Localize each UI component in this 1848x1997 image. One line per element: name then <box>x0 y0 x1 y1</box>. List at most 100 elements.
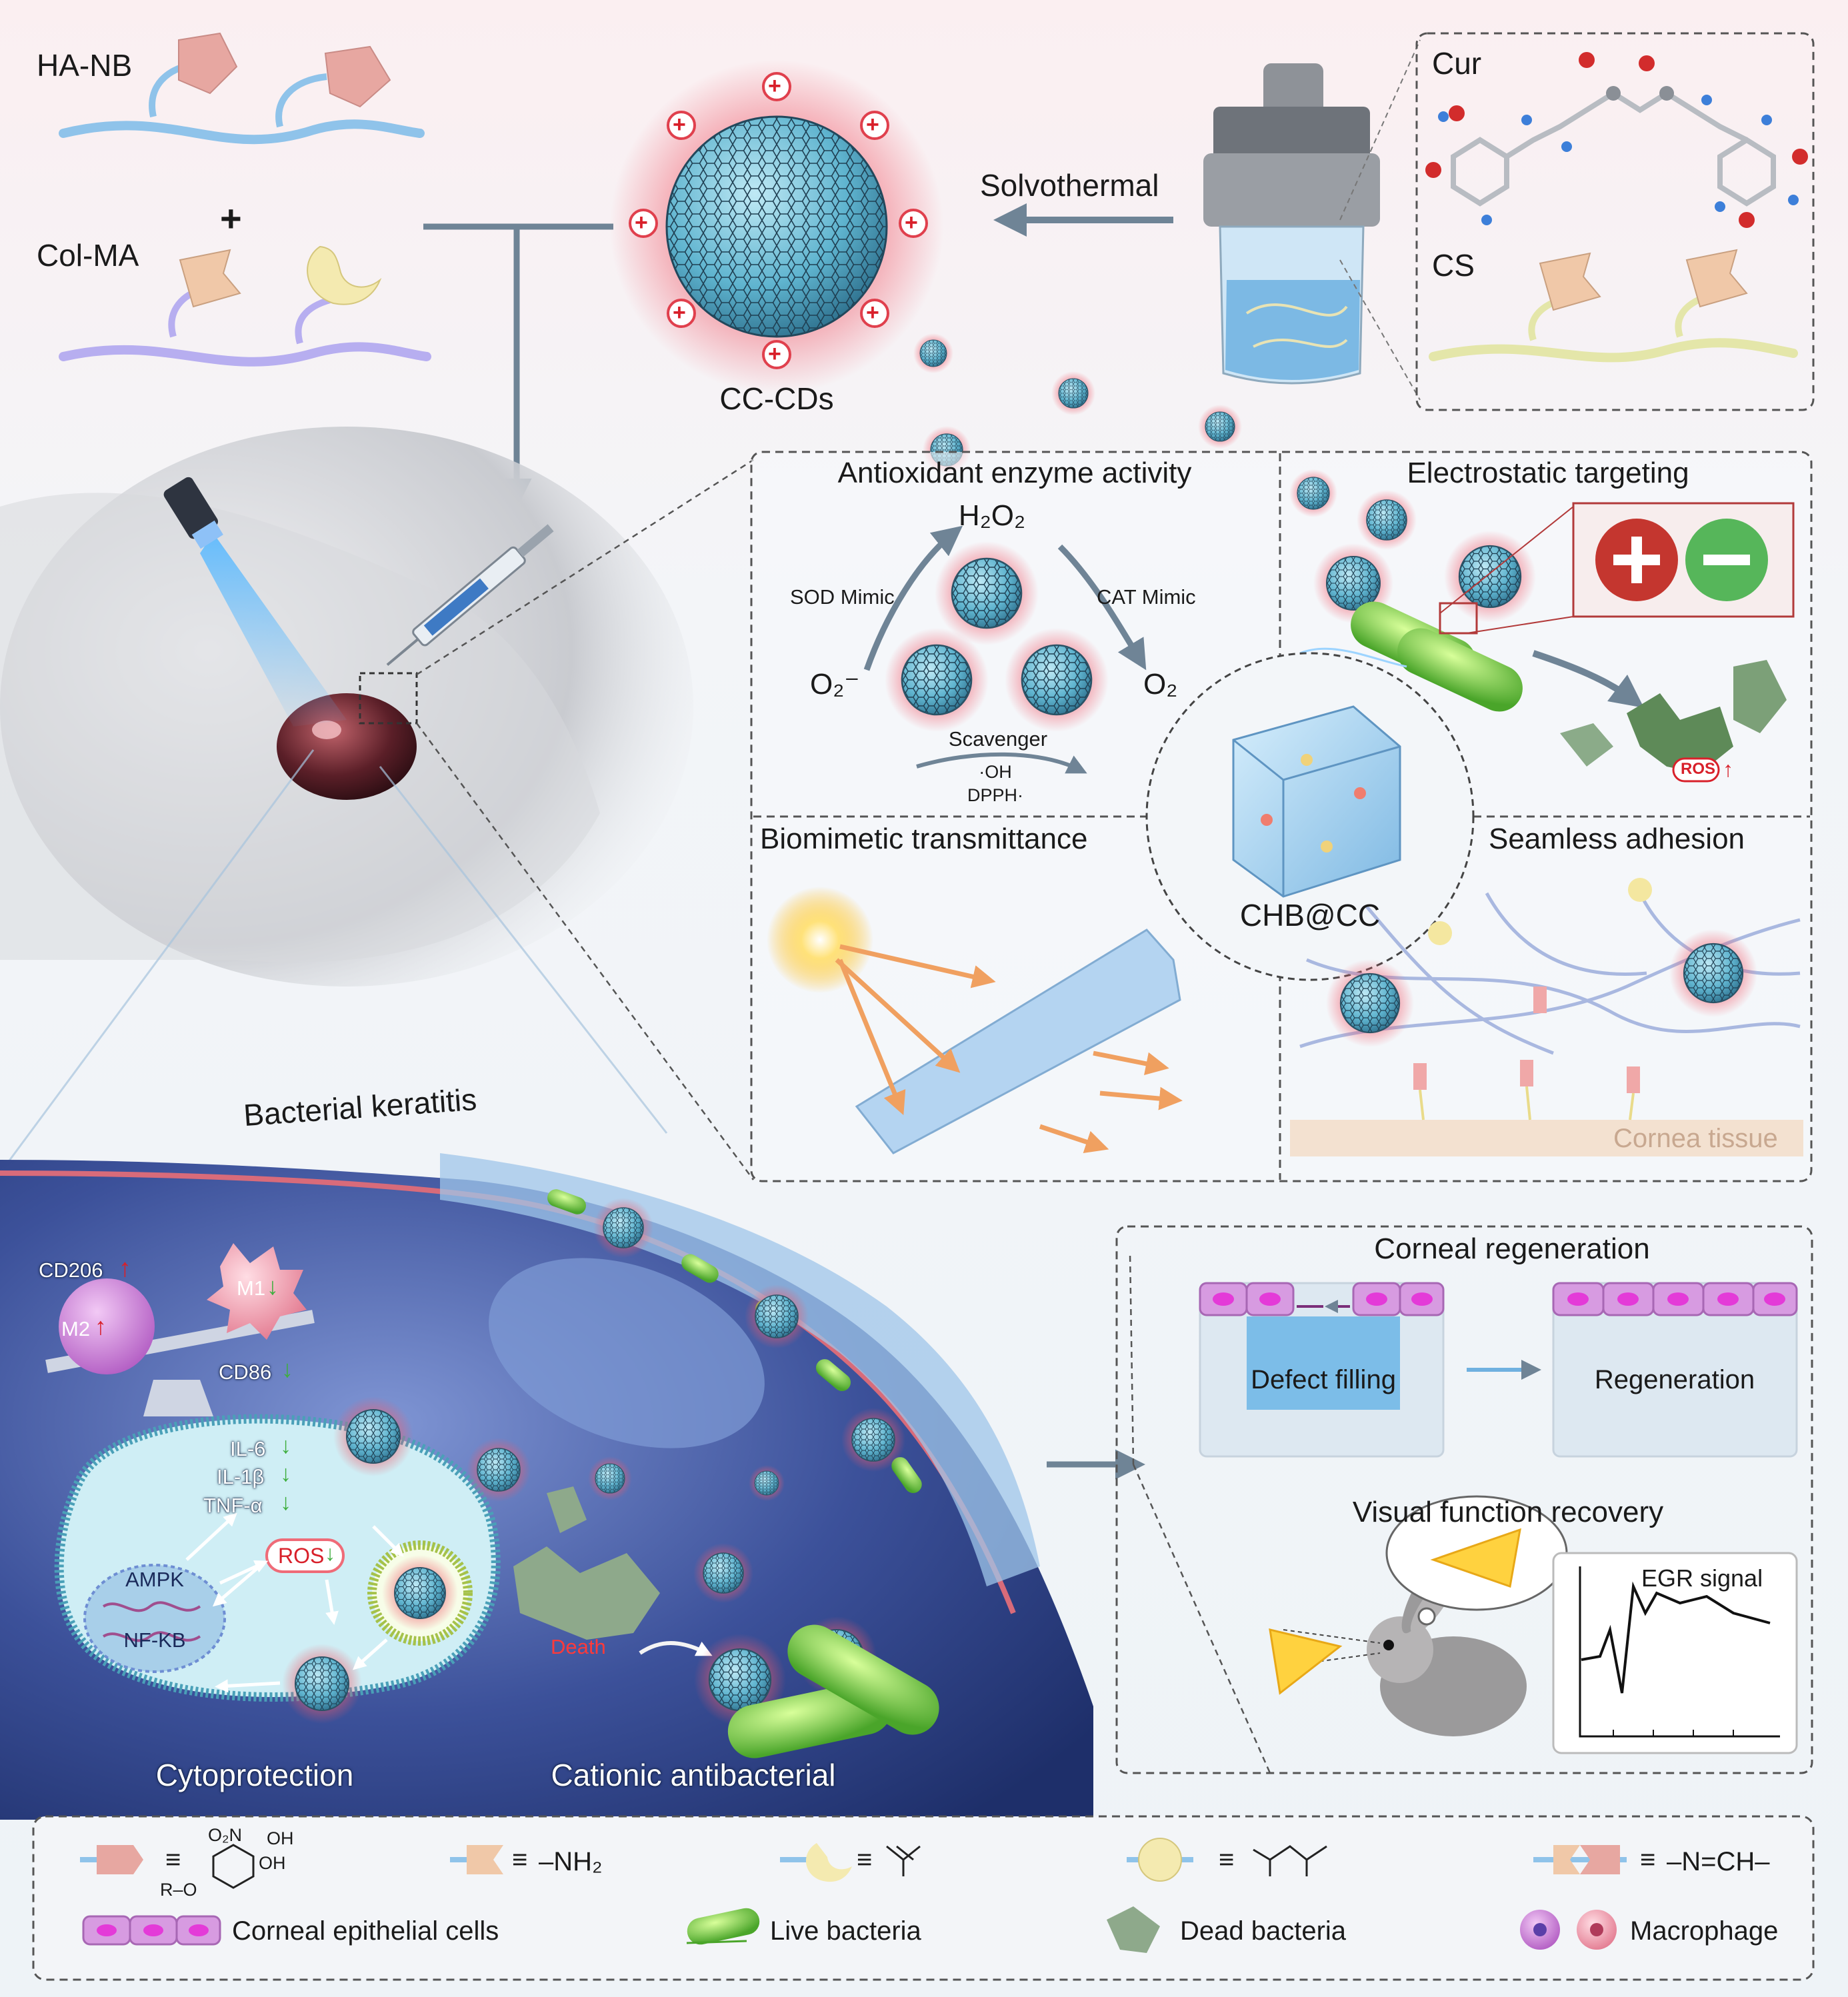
cc-cds-charges <box>629 72 928 369</box>
cd-left <box>883 627 990 733</box>
defect-filling-label: Defect filling <box>1251 1365 1396 1394</box>
scavenger-label: Scavenger <box>948 727 1048 751</box>
il1b-label: IL-1β <box>217 1465 265 1488</box>
cd-top <box>933 540 1040 647</box>
egr-trace <box>1581 1581 1771 1694</box>
cheese-icon <box>1269 1628 1343 1695</box>
charge-5: + <box>768 341 781 367</box>
sod-label: SOD Mimic <box>790 585 895 609</box>
tnfa-label: TNF-α <box>203 1494 263 1517</box>
transmittance-film <box>855 929 1181 1154</box>
legend-eq-2: ≡ <box>512 1845 528 1874</box>
legend-macrophage-label: Macrophage <box>1630 1916 1779 1946</box>
cd-right <box>1003 627 1110 733</box>
legend-live-icon <box>687 1908 760 1945</box>
legend-epithelial-label: Corneal epithelial cells <box>232 1916 499 1946</box>
rabbit-head <box>0 427 693 987</box>
legend-ro: R–O <box>160 1880 197 1900</box>
legend-imine-label: –N=CH– <box>1667 1847 1770 1876</box>
legend-box <box>32 1815 1815 1981</box>
antioxidant-title: Antioxidant enzyme activity <box>837 457 1192 489</box>
legend-nh2 <box>450 1845 503 1874</box>
cell-ros-down: ↓ <box>325 1541 335 1565</box>
il1b-down: ↓ <box>280 1461 291 1486</box>
macrophage-seesaw <box>45 1243 315 1416</box>
cd86-down: ↓ <box>281 1355 293 1382</box>
electrostatic-title: Electrostatic targeting <box>1407 457 1689 489</box>
merge-bracket <box>423 223 613 480</box>
ha-nb-label: HA-NB <box>37 48 133 83</box>
cs-polymer <box>1429 249 1798 363</box>
cheese-thought-icon <box>1430 1528 1521 1588</box>
curcumin-atoms <box>1425 52 1808 228</box>
legend-eq-3: ≡ <box>857 1845 873 1874</box>
cornea-tissue <box>1290 1120 1803 1156</box>
legend-no2: O₂N <box>208 1825 242 1845</box>
superoxide-label: O₂⁻ <box>810 668 860 701</box>
legend-imine <box>1533 1845 1627 1874</box>
hydrogel-layer <box>440 1153 1040 1586</box>
legend-eq-1: ≡ <box>165 1845 181 1874</box>
bacteria-cluster-bottom <box>727 1624 939 1758</box>
legend-oh-1: OH <box>267 1828 294 1848</box>
ampk-label: AMPK <box>125 1568 184 1591</box>
cs-label: CS <box>1432 248 1475 283</box>
legend-eq-4: ≡ <box>1219 1845 1235 1874</box>
il6-label: IL-6 <box>230 1437 266 1460</box>
cell-ros-label: ROS <box>278 1544 325 1568</box>
charge-1: + <box>768 73 781 99</box>
hydroxyl-label: ·OH <box>979 762 1012 782</box>
cat-label: CAT Mimic <box>1097 585 1196 609</box>
legend-nh2-label: –NH₂ <box>539 1847 603 1876</box>
adhesion-anchors <box>1413 878 1652 1120</box>
col-ma-polymer <box>59 245 431 367</box>
cytoprotection-label: Cytoprotection <box>155 1758 354 1792</box>
precursor-panel <box>1415 32 1815 411</box>
legend-crosslink <box>1127 1838 1327 1882</box>
lens <box>489 1258 765 1448</box>
charge-7: + <box>635 210 648 235</box>
m1-down: ↓ <box>267 1272 279 1300</box>
ros-up-arrow: ↑ <box>1723 757 1733 781</box>
h2o2-label: H₂O₂ <box>958 499 1026 532</box>
charge-2: + <box>866 112 879 137</box>
charge-4: + <box>866 300 879 325</box>
nucleus <box>83 1564 226 1673</box>
cc-cds-label: CC-CDs <box>719 381 834 416</box>
defect-fill <box>1247 1316 1400 1410</box>
ha-nb-polymer <box>59 32 425 145</box>
dpph-label: DPPH· <box>967 785 1024 805</box>
oxygen-label: O₂ <box>1143 668 1178 701</box>
legend-eq-5: ≡ <box>1640 1845 1656 1874</box>
charge-3: + <box>905 210 918 235</box>
legend-live-label: Live bacteria <box>770 1916 921 1946</box>
tnfa-down: ↓ <box>280 1490 291 1515</box>
cd86-label: CD86 <box>219 1360 272 1384</box>
cd206-up: ↑ <box>119 1254 131 1282</box>
cur-label: Cur <box>1432 46 1482 81</box>
solvothermal-label: Solvothermal <box>980 168 1159 203</box>
il6-down: ↓ <box>280 1433 291 1458</box>
m1-label: M1 <box>237 1276 266 1300</box>
death-label: Death <box>551 1635 606 1658</box>
dead-bacteria-cell-scene <box>513 1486 660 1640</box>
m2-up: ↑ <box>95 1312 107 1340</box>
regeneration-label: Regeneration <box>1594 1365 1755 1394</box>
cationic-label: Cationic antibacterial <box>551 1758 836 1792</box>
solvothermal-reactor <box>1203 63 1380 385</box>
legend-oh-2: OH <box>259 1853 286 1873</box>
live-bacteria-cluster <box>1299 601 1523 712</box>
cell-arrows <box>185 1512 404 1693</box>
legend-dead-label: Dead bacteria <box>1180 1916 1347 1946</box>
regeneration-title: Corneal regeneration <box>1374 1232 1650 1265</box>
egr-chart <box>1552 1552 1798 1754</box>
adhesion-title: Seamless adhesion <box>1488 823 1745 855</box>
col-ma-label: Col-MA <box>37 238 139 273</box>
ros-pill <box>265 1538 345 1573</box>
legend-epithelial-icon <box>82 1915 221 1946</box>
ros-up-label: ROS <box>1681 760 1716 778</box>
cd206-label: CD206 <box>39 1258 103 1282</box>
legend-methacrylate <box>780 1843 921 1882</box>
